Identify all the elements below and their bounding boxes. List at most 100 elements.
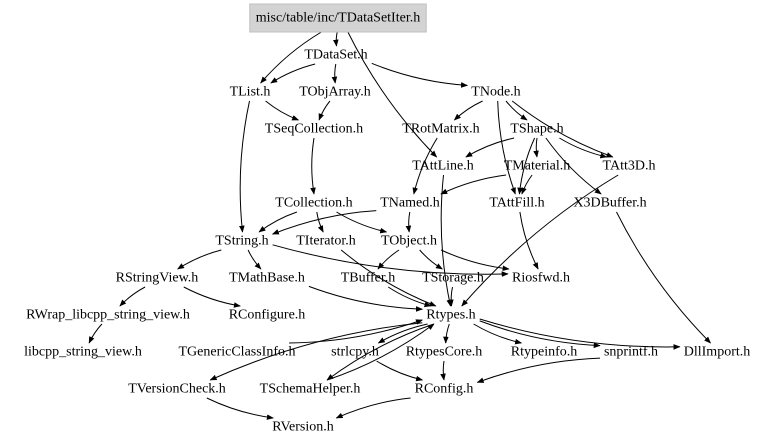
node-tcoll[interactable]: TCollection.h (275, 196, 352, 211)
node-label-tcoll: TCollection.h (275, 196, 352, 211)
edge-tschema-to-rtypes (326, 323, 435, 381)
node-libcpp[interactable]: libcpp_string_view.h (24, 345, 142, 360)
edges-group (88, 31, 711, 420)
node-tobject[interactable]: TObject.h (381, 234, 437, 249)
node-label-rconfig: RConfig.h (415, 382, 474, 397)
edge-tnamed-to-tstring (271, 210, 377, 235)
edge-tobjarray-to-tseqcoll (318, 100, 331, 121)
edge-rtypes-to-dllimport (479, 318, 681, 350)
node-label-tmathbase: TMathBase.h (229, 271, 305, 286)
node-titerator[interactable]: TIterator.h (296, 234, 355, 249)
edge-rtypes-to-strlcpy (377, 323, 428, 344)
node-label-riosfwd: Riosfwd.h (512, 271, 570, 286)
edge-root-to-tattline (347, 31, 438, 158)
node-rconfigure[interactable]: RConfigure.h (229, 308, 306, 323)
node-tlist[interactable]: TList.h (230, 85, 271, 100)
node-tmaterial[interactable]: TMaterial.h (504, 159, 570, 174)
edge-tobject-to-tbuffer (377, 249, 400, 270)
edge-root-to-tlist (260, 31, 322, 84)
edge-tattline-to-rtypes (440, 174, 452, 307)
node-label-rtypes: Rtypes.h (426, 308, 475, 323)
edge-tstring-to-riosfwd (272, 244, 509, 277)
node-tgeneric[interactable]: TGenericClassInfo.h (178, 345, 295, 360)
node-trotmatrix[interactable]: TRotMatrix.h (402, 122, 479, 137)
edge-tnode-to-tattfill (497, 100, 516, 195)
node-tstring[interactable]: TString.h (215, 234, 268, 249)
edge-rtypes-to-snprintf (479, 320, 601, 349)
edge-tshape-to-tattline (465, 137, 515, 158)
node-label-strlcpy: strlcpy.h (331, 345, 379, 360)
node-label-tseqcoll: TSeqCollection.h (265, 122, 363, 137)
edge-tgeneric-to-rtypes (289, 319, 423, 344)
node-label-tgeneric: TGenericClassInfo.h (178, 345, 295, 360)
node-rtypes[interactable]: Rtypes.h (426, 308, 475, 323)
node-root[interactable]: misc/table/inc/TDataSetIter.h (249, 3, 427, 33)
edge-strlcpy-to-rconfig (376, 360, 424, 382)
node-rstringview[interactable]: RStringView.h (116, 271, 199, 286)
node-label-titerator: TIterator.h (296, 234, 355, 249)
edge-tnode-to-tatt3d (511, 100, 614, 158)
node-strlcpy[interactable]: strlcpy.h (331, 345, 379, 360)
node-label-dllimport: DllImport.h (684, 345, 751, 360)
node-tstorage[interactable]: TStorage.h (422, 271, 484, 286)
nodes-group: misc/table/inc/TDataSetIter.hTDataSet.hT… (24, 3, 751, 435)
node-label-tbuffer: TBuffer.h (341, 271, 396, 286)
edge-tlist-to-tseqcoll (265, 100, 300, 121)
edge-rtypes-to-tversion (209, 322, 423, 381)
node-riosfwd[interactable]: Riosfwd.h (512, 271, 570, 286)
node-tattfill[interactable]: TAttFill.h (489, 196, 544, 211)
node-tnamed[interactable]: TNamed.h (380, 196, 439, 211)
node-label-tstring: TString.h (215, 234, 268, 249)
node-label-tobjarray: TObjArray.h (299, 85, 371, 100)
node-label-tshape: TShape.h (510, 122, 563, 137)
node-tattline[interactable]: TAttLine.h (412, 159, 473, 174)
edge-tobject-to-tstorage (419, 249, 443, 270)
node-label-rversion: RVersion.h (272, 420, 334, 435)
node-tbuffer[interactable]: TBuffer.h (341, 271, 396, 286)
edge-tshape-to-tatt3d (559, 137, 608, 159)
node-tschema[interactable]: TSchemaHelper.h (260, 382, 361, 397)
node-label-rtypeinfo: Rtypeinfo.h (511, 345, 578, 360)
edge-tnode-to-trotmatrix (453, 100, 483, 121)
node-label-snprintf: snprintf.h (604, 345, 658, 360)
node-label-tschema: TSchemaHelper.h (260, 382, 361, 397)
node-rconfig[interactable]: RConfig.h (415, 382, 474, 397)
edge-tmathbase-to-rtypes (308, 285, 423, 312)
node-rversion[interactable]: RVersion.h (272, 420, 334, 435)
edge-tversion-to-rversion (206, 397, 274, 420)
edge-trotmatrix-to-tnamed (412, 137, 438, 195)
node-label-rstringview: RStringView.h (116, 271, 199, 286)
node-label-tattline: TAttLine.h (412, 159, 473, 174)
node-label-tobject: TObject.h (381, 234, 437, 249)
node-tobjarray[interactable]: TObjArray.h (299, 85, 371, 100)
edge-tstring-to-rstringview (177, 249, 222, 270)
edge-tbuffer-to-rtypes (387, 286, 432, 308)
node-rtypeinfo[interactable]: Rtypeinfo.h (511, 345, 578, 360)
node-tversion[interactable]: TVersionCheck.h (128, 382, 226, 397)
node-label-tlist: TList.h (230, 85, 271, 100)
node-snprintf[interactable]: snprintf.h (604, 345, 658, 360)
node-label-tdataset: TDataSet.h (304, 48, 367, 63)
node-rwrap[interactable]: RWrap_libcpp_string_view.h (26, 308, 190, 323)
node-rtypescore[interactable]: RtypesCore.h (406, 345, 483, 360)
edge-tshape-to-tattfill (517, 137, 536, 195)
node-tmathbase[interactable]: TMathBase.h (229, 271, 305, 286)
node-tshape[interactable]: TShape.h (510, 122, 563, 137)
node-tnode[interactable]: TNode.h (471, 85, 520, 100)
node-label-x3dbuffer: X3DBuffer.h (573, 196, 646, 211)
node-x3dbuffer[interactable]: X3DBuffer.h (573, 196, 646, 211)
edge-tcoll-to-titerator (316, 211, 324, 233)
node-dllimport[interactable]: DllImport.h (684, 345, 751, 360)
node-label-rconfigure: RConfigure.h (229, 308, 306, 323)
edge-tdataset-to-tlist (270, 63, 316, 84)
node-label-root: misc/table/inc/TDataSetIter.h (256, 11, 420, 26)
edge-tdataset-to-tobjarray (331, 63, 338, 84)
node-tdataset[interactable]: TDataSet.h (304, 48, 367, 63)
node-label-tattfill: TAttFill.h (489, 196, 544, 211)
node-tseqcoll[interactable]: TSeqCollection.h (265, 122, 363, 137)
edge-tcoll-to-tstring (258, 211, 298, 233)
edge-x3dbuffer-to-dllimport (616, 211, 711, 344)
edge-rstringview-to-rwrap (119, 286, 146, 307)
node-tatt3d[interactable]: TAtt3D.h (603, 159, 656, 174)
edge-tattfill-to-riosfwd (519, 211, 539, 270)
